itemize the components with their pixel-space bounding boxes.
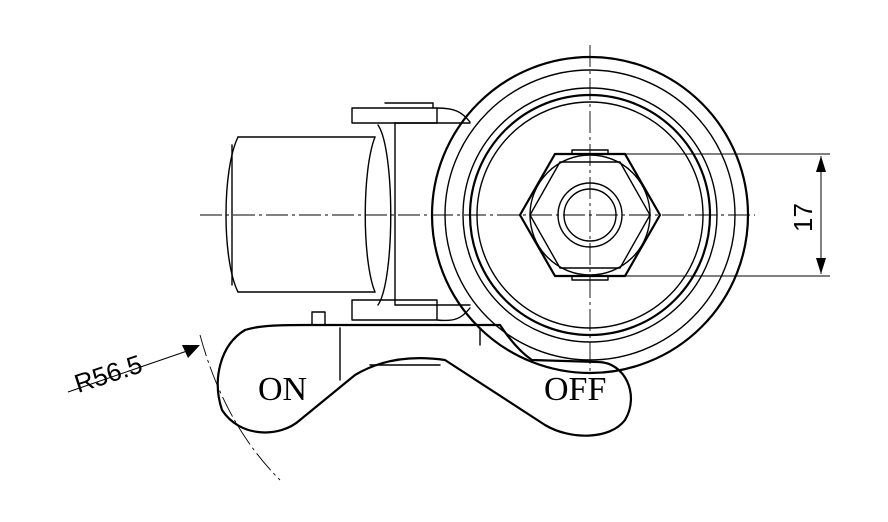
valve-round-body: [430, 55, 750, 375]
radius-label: R56.5: [71, 349, 146, 399]
valve-handle: [216, 311, 632, 437]
pipe-body: [225, 136, 376, 293]
off-label: OFF: [544, 371, 606, 408]
width-dimension: 17: [605, 153, 830, 277]
stem-housing: [351, 102, 471, 322]
radius-dimension: R56.5: [67, 334, 281, 481]
width-label: 17: [788, 203, 818, 232]
on-label: ON: [258, 371, 307, 408]
